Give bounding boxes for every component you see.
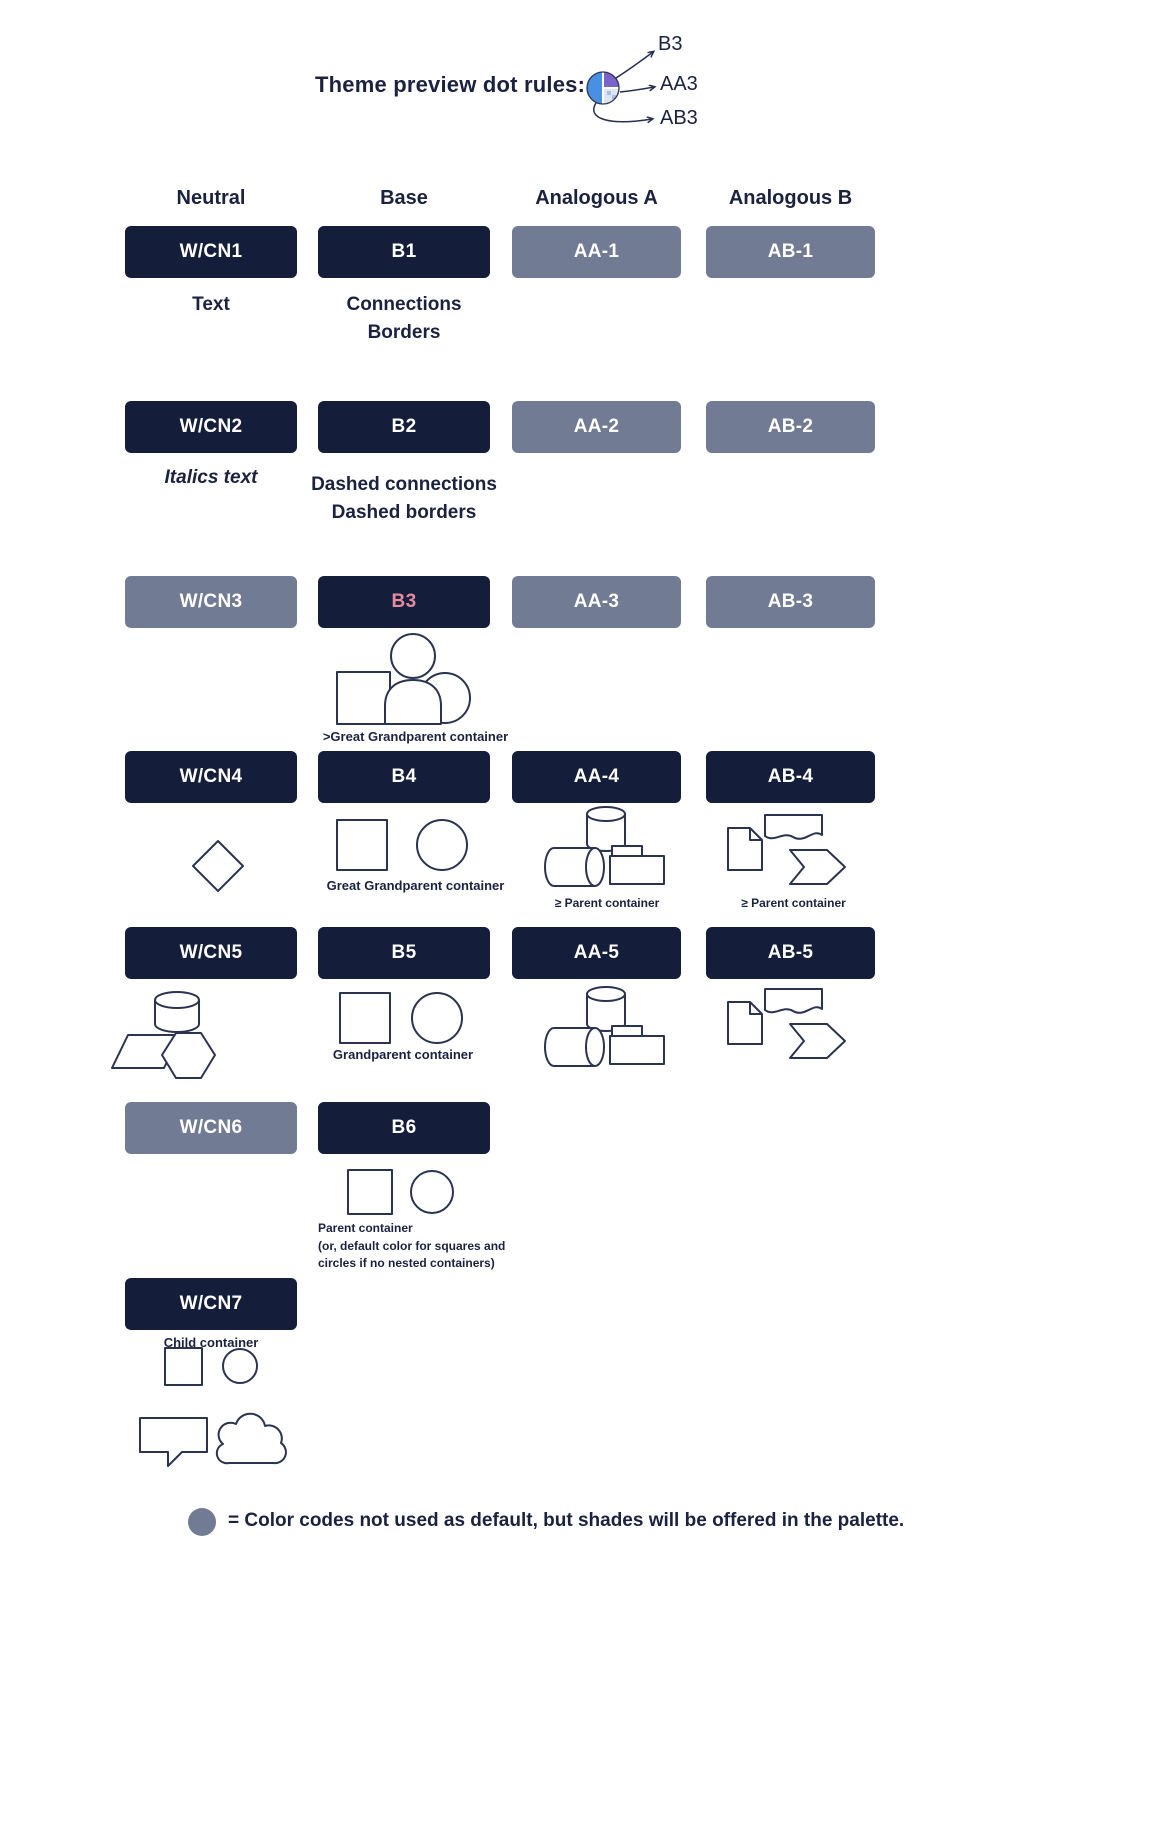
tape-shape — [544, 847, 596, 887]
b4-container-shapes — [336, 819, 468, 871]
square-shape — [347, 1169, 393, 1215]
document-shape — [727, 827, 763, 871]
cylinder-top — [586, 986, 626, 1002]
b6-container-shapes — [347, 1169, 454, 1215]
pill-ab3: AB-3 — [706, 576, 875, 628]
frame-shape — [609, 855, 665, 885]
pill-ab4: AB-4 — [706, 751, 875, 803]
square-shape — [336, 819, 388, 871]
pill-wcn5: W/CN5 — [125, 927, 297, 979]
column-header-base: Base — [380, 187, 428, 209]
circle-shape — [222, 1348, 258, 1384]
parallelogram-shape — [111, 1034, 181, 1069]
tape-shape — [544, 1027, 596, 1067]
ab5-container-shapes — [727, 988, 846, 1059]
square-shape — [339, 992, 391, 1044]
note-b6-line1: Parent container — [318, 1221, 413, 1235]
column-header-analogous-b: Analogous B — [728, 187, 853, 209]
dot-rule-label-b3: B3 — [658, 33, 683, 55]
pill-b2: B2 — [318, 401, 490, 453]
pill-b5: B5 — [318, 927, 490, 979]
color-code-dot — [188, 1508, 216, 1536]
b3-container-shapes — [336, 633, 471, 725]
wcn4-shapes — [192, 840, 244, 892]
tape-face — [585, 847, 605, 887]
note-b5-shapes: Grandparent container — [332, 1047, 474, 1062]
cylinder-top — [586, 806, 626, 822]
pill-aa5: AA-5 — [512, 927, 681, 979]
square-shape — [164, 1347, 203, 1386]
pill-b3: B3 — [318, 576, 490, 628]
pill-wcn3: W/CN3 — [125, 576, 297, 628]
note-wcn2: Italics text — [164, 467, 258, 488]
dot-purple-quadrant — [603, 72, 619, 88]
theme-preview-dot-diagram — [586, 25, 735, 140]
footer-legend: = Color codes not used as default, but s… — [228, 1510, 905, 1531]
note-wcn7: Child container — [163, 1335, 259, 1350]
cloud-shape — [215, 1412, 287, 1465]
square-shape — [336, 671, 391, 725]
pill-ab2: AB-2 — [706, 401, 875, 453]
note-wcn1: Text — [192, 294, 230, 315]
document-fold — [749, 828, 762, 841]
note-b6-line2: (or, default color for squares and circl… — [318, 1239, 506, 1270]
note-b1-line1: Connections — [346, 294, 462, 315]
note-ab4-shapes: ≥ Parent container — [741, 896, 846, 910]
note-b4-shapes: Great Grandparent container — [326, 878, 505, 893]
document-fold — [749, 1002, 762, 1015]
cylinder-top — [154, 991, 200, 1009]
pill-aa1: AA-1 — [512, 226, 681, 278]
note-aa4-shapes: ≥ Parent container — [554, 896, 660, 910]
chevron-shape — [789, 849, 846, 885]
b5-container-shapes — [339, 992, 463, 1044]
pill-b1: B1 — [318, 226, 490, 278]
dot-blue-half — [587, 72, 603, 104]
circle-shape — [416, 819, 468, 871]
aa5-container-shapes — [544, 986, 665, 1067]
dot-rule-label-aa3: AA3 — [660, 73, 698, 95]
arrow-to-aa3 — [619, 87, 654, 93]
note-b3-shapes: >Great Grandparent container — [322, 729, 509, 744]
theme-preview-dot-icon — [586, 71, 620, 105]
chevron-shape — [789, 1023, 846, 1059]
document-shape — [727, 1001, 763, 1045]
aa4-container-shapes — [544, 806, 665, 887]
pill-aa3: AA-3 — [512, 576, 681, 628]
pill-wcn1: W/CN1 — [125, 226, 297, 278]
pill-wcn4: W/CN4 — [125, 751, 297, 803]
hexagon-shape — [161, 1032, 216, 1079]
speech-bubble-shape — [139, 1417, 208, 1467]
note-b1-line2: Borders — [367, 322, 441, 343]
arrow-to-b3 — [615, 52, 653, 79]
circle-shape — [410, 1170, 454, 1214]
pill-aa2: AA-2 — [512, 401, 681, 453]
tape-face — [585, 1027, 605, 1067]
ab4-container-shapes — [727, 814, 846, 885]
pill-aa4: AA-4 — [512, 751, 681, 803]
pill-wcn6: W/CN6 — [125, 1102, 297, 1154]
note-b2-line2: Dashed borders — [331, 502, 477, 523]
pill-wcn2: W/CN2 — [125, 401, 297, 453]
pill-ab1: AB-1 — [706, 226, 875, 278]
pill-ab5: AB-5 — [706, 927, 875, 979]
frame-shape — [609, 1035, 665, 1065]
column-header-neutral: Neutral — [176, 187, 246, 209]
page-title: Theme preview dot rules: — [315, 72, 586, 97]
person-body-shape — [384, 679, 442, 725]
pill-b6: B6 — [318, 1102, 490, 1154]
note-b2-line1: Dashed connections — [311, 474, 497, 495]
wave-shape — [764, 988, 823, 1014]
pill-b4: B4 — [318, 751, 490, 803]
person-head-shape — [390, 633, 436, 679]
wave-shape — [764, 814, 823, 840]
arrow-to-ab3 — [593, 102, 652, 122]
column-header-analogous-a: Analogous A — [535, 187, 658, 209]
pill-wcn7: W/CN7 — [125, 1278, 297, 1330]
circle-shape — [411, 992, 463, 1044]
diamond-shape — [192, 840, 244, 892]
wcn7-shapes — [139, 1347, 287, 1467]
dot-rule-label-ab3: AB3 — [660, 107, 698, 129]
wcn5-shapes — [111, 991, 216, 1079]
